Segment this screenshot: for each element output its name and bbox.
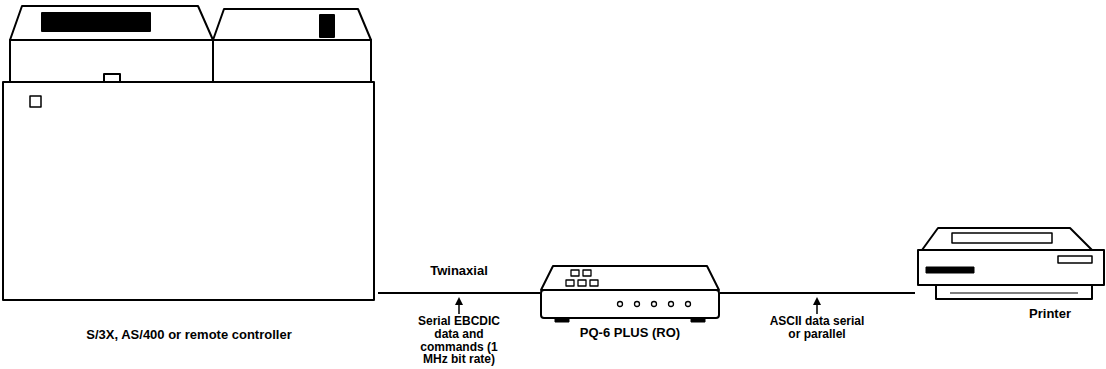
mainframe-illustration xyxy=(3,6,374,300)
printer-top xyxy=(922,228,1092,250)
unit-slot xyxy=(320,15,334,37)
console-tab xyxy=(104,74,120,82)
cable-line xyxy=(378,292,540,294)
cable-line xyxy=(720,292,915,294)
console-top xyxy=(10,6,213,40)
device-button xyxy=(566,280,574,286)
device-foot xyxy=(555,318,569,322)
device-led xyxy=(686,302,691,307)
printer-stripe xyxy=(926,267,974,273)
printer-tray-edge xyxy=(950,292,1078,293)
cable-label: Twinaxial xyxy=(428,263,490,278)
device-foot xyxy=(691,318,705,322)
device-button xyxy=(578,280,586,286)
unit-top xyxy=(213,9,371,40)
device-top xyxy=(541,266,719,290)
printer-illustration xyxy=(918,228,1104,299)
converter-illustration xyxy=(541,266,719,322)
cabinet xyxy=(3,82,374,300)
device-led xyxy=(669,302,674,307)
device-button xyxy=(590,280,598,286)
signal-callout: Serial EBCDIC data and commands (1 MHz b… xyxy=(409,315,509,366)
device-led xyxy=(652,302,657,307)
device-caption: S/3X, AS/400 or remote controller xyxy=(0,327,380,342)
device-led xyxy=(618,302,623,307)
device-led xyxy=(635,302,640,307)
device-button xyxy=(571,270,579,276)
cabinet-indicator xyxy=(30,96,41,107)
console-front xyxy=(10,40,213,82)
device-button xyxy=(583,270,591,276)
device-front xyxy=(541,290,719,318)
callout-arrows xyxy=(455,297,821,314)
printer-front xyxy=(918,250,1104,285)
device-node: S/3X, AS/400 or remote controller xyxy=(0,0,378,350)
callout-arrow-head xyxy=(455,297,463,305)
signal-callout: ASCII data serial or parallel xyxy=(764,315,870,341)
device-caption: PQ-6 PLUS (RO) xyxy=(538,325,722,340)
console-window xyxy=(42,13,150,31)
printer-paper-slot xyxy=(952,233,1052,243)
callout-arrow-head xyxy=(813,297,821,305)
device-caption: Printer xyxy=(1008,306,1092,321)
printer-tray xyxy=(936,285,1092,299)
device-node: Printer xyxy=(915,226,1104,326)
device-node: PQ-6 PLUS (RO) xyxy=(540,262,720,350)
unit-front xyxy=(213,40,371,82)
printer-display xyxy=(1058,256,1092,263)
